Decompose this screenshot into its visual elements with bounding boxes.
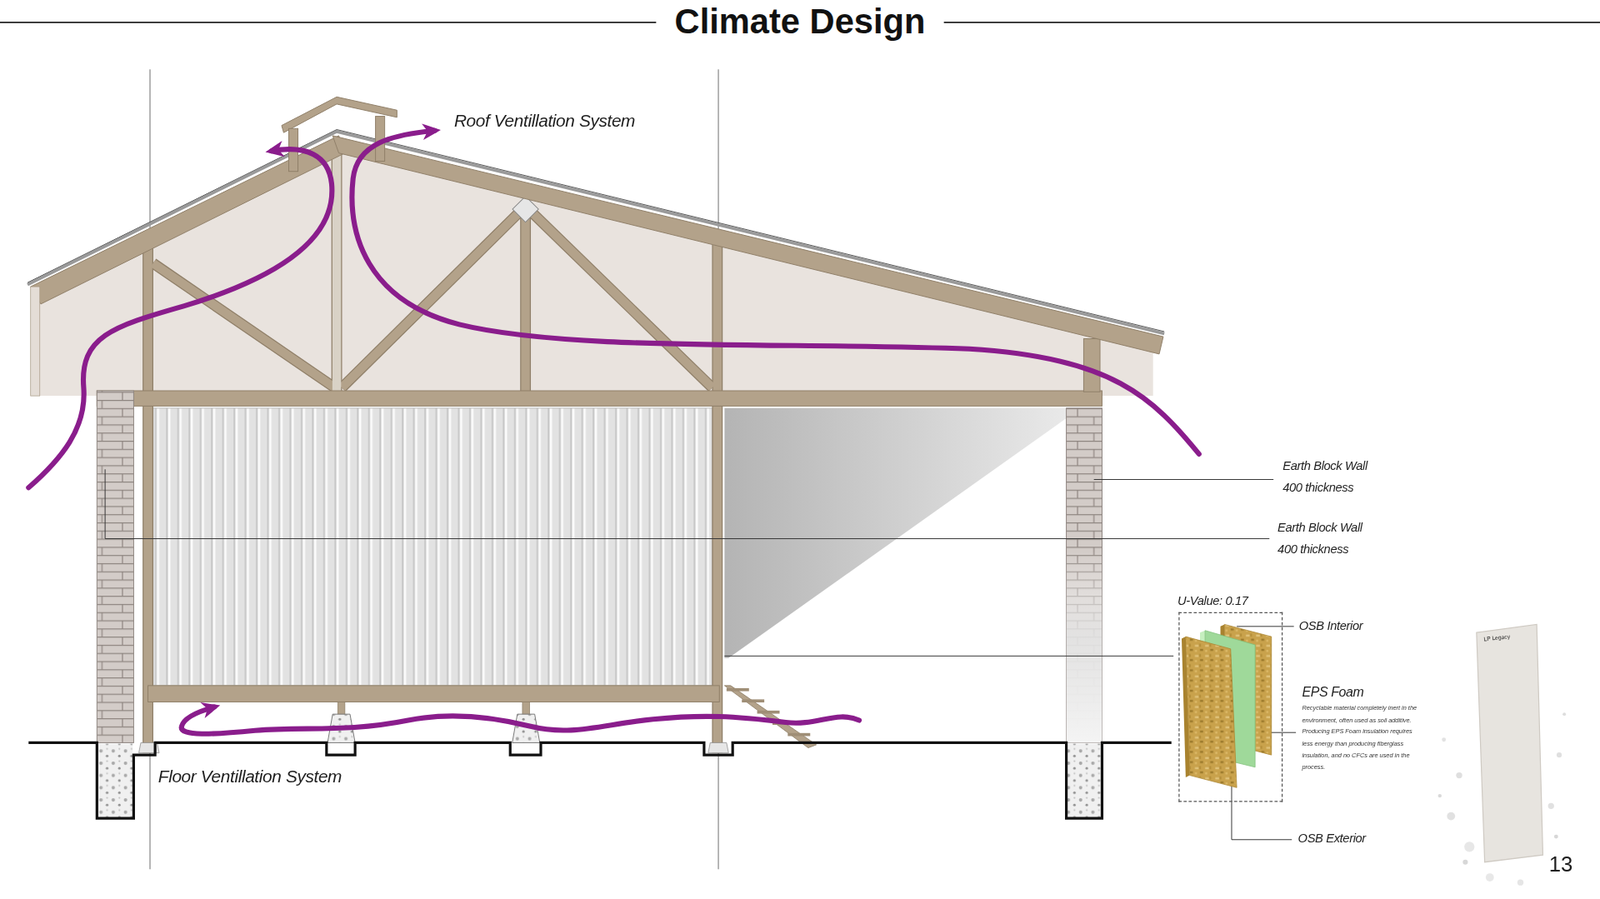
rafter [332,135,1164,355]
truss [148,153,718,754]
post [713,245,722,754]
wall-plate [1083,339,1100,393]
leader-line [1236,625,1295,627]
board [1476,624,1544,862]
dust [1455,772,1462,779]
truss-vertical [520,201,531,391]
system-label: Floor Ventillation System [158,766,342,789]
floor-beam [148,685,720,703]
foundation [98,744,134,818]
leader-line [1094,479,1275,480]
post [142,245,154,754]
fascia [30,286,40,396]
system-label: Roof Ventillation System [454,110,635,132]
osb-exterior [1185,636,1237,788]
dust [1517,880,1524,886]
dust [1562,712,1566,716]
dust [1485,873,1495,882]
layer-label: OSB Exterior [1298,831,1366,847]
airflow [28,130,1200,735]
post [143,245,152,754]
earth-block-wall [96,390,134,743]
truss-outline [148,153,718,754]
leader-lines [105,469,1296,840]
box-heading: U-Value: 0.17 [1177,594,1249,609]
dust [1554,835,1559,840]
truss-diagonal [341,209,523,388]
product-photo [1438,624,1567,885]
dust [1462,860,1468,865]
earth-block-wall [1066,408,1103,744]
stair-tread [787,733,810,737]
foundation [1067,744,1101,818]
dust [1548,803,1555,810]
stair-treads [726,690,810,735]
wall-label: Earth Block Wall 400 thickness [1282,455,1381,499]
layer-label: EPS Foam [1301,685,1364,702]
layer-label: OSB Interior [1299,618,1363,634]
panel-illustration [1181,624,1272,788]
corrugated-wall [153,408,713,686]
post [711,245,723,754]
shadow [724,408,1066,659]
page-number: 13 [1549,850,1574,878]
page-title: Climate Design [656,0,945,42]
ground-line [28,742,1171,819]
wall-fade [1066,550,1103,743]
layer-note: Recyclable material completely inert in … [1301,703,1422,774]
dashed-callout-box: U-Value: 0.17 [1178,612,1283,803]
wall-label: Earth Block Wall 400 thickness [1277,517,1376,560]
stair-tread [757,710,780,715]
dust [1446,812,1455,821]
post-footing [708,742,729,753]
title-wrap: Climate Design [0,0,1600,42]
dust [1438,794,1442,798]
leader-line [105,469,1270,539]
airflow-arrow [181,707,860,735]
ceiling-beam [96,390,1102,406]
truss-vertical [520,201,530,391]
airflow-arrow [351,130,1199,455]
leader-line [1231,780,1292,840]
dust [1441,737,1446,742]
truss-diagonal [341,209,523,388]
dust [1464,841,1475,852]
leader-line [724,655,1174,657]
stair-tread [741,699,765,703]
stair-tread [726,688,750,692]
dust [1556,752,1562,758]
airflow-arrow [28,149,332,488]
attic-space [39,149,1154,396]
